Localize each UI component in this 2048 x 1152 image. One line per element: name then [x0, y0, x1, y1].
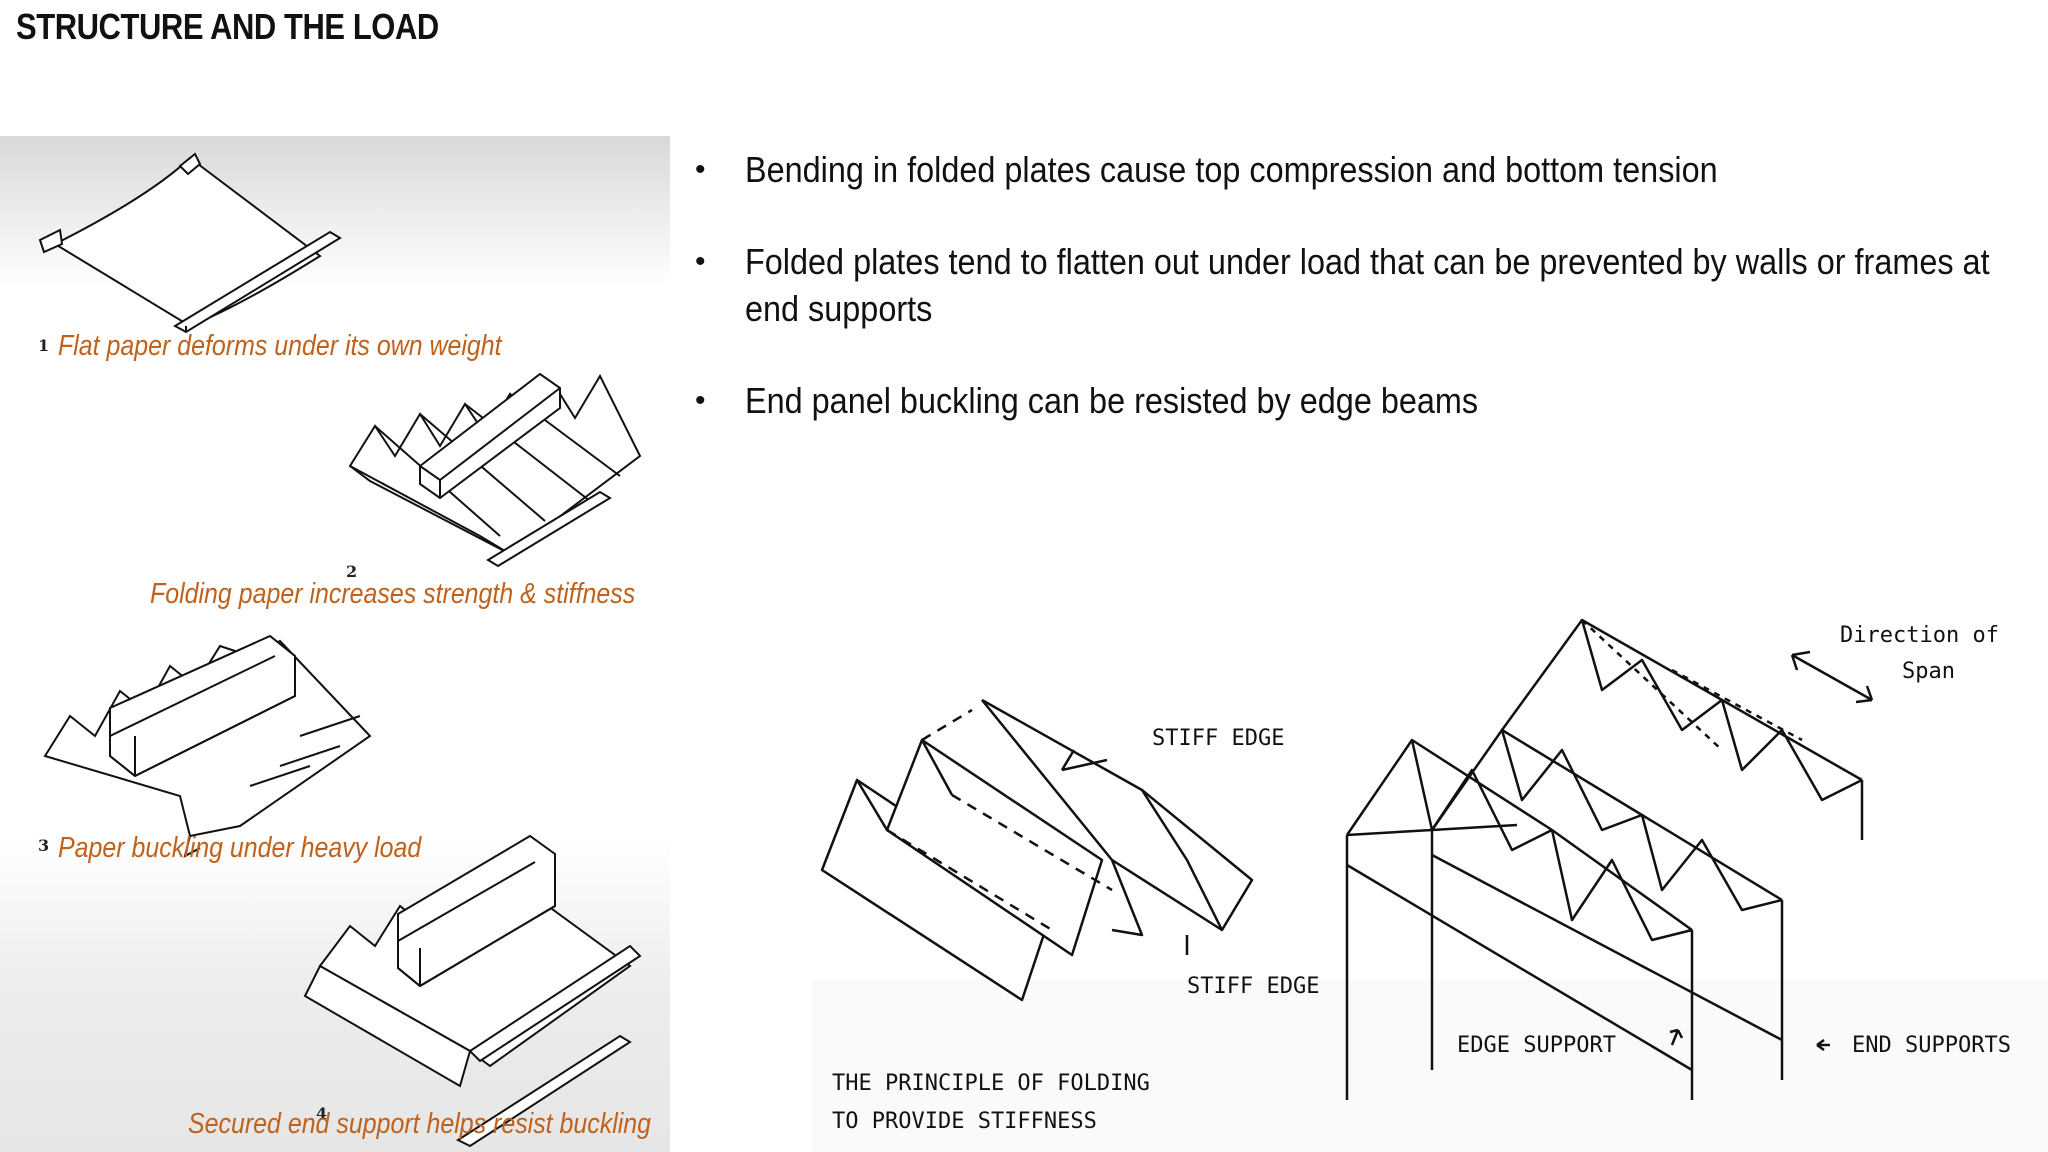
figure-caption: Secured end support helps resist bucklin… — [188, 1108, 651, 1141]
page-title: STRUCTURE AND THE LOAD — [16, 6, 439, 48]
stiff-edge-label-top: STIFF EDGE — [1152, 726, 1284, 751]
principle-caption-line1: THE PRINCIPLE OF FOLDING — [832, 1071, 1150, 1096]
stiff-edge-label-bottom: STIFF EDGE — [1187, 974, 1319, 999]
paper-models-panel: 1 Flat paper deforms under its own weigh… — [0, 136, 670, 1152]
bullet-item: End panel buckling can be resisted by ed… — [695, 377, 2025, 424]
direction-of-span-label-line2: Span — [1902, 659, 1955, 684]
buckling-paper-drawing — [45, 636, 370, 856]
figure-number: 1 — [38, 336, 49, 355]
folding-sketches: STIFF EDGE STIFF EDGE THE PRINCIPLE OF F… — [812, 600, 2048, 1152]
bullet-item: Folded plates tend to flatten out under … — [695, 238, 2025, 332]
end-supports-label: END SUPPORTS — [1852, 1033, 2011, 1058]
paper-models-illustration — [0, 136, 670, 1152]
flat-paper-drawing — [40, 154, 340, 332]
edge-support-label: EDGE SUPPORT — [1457, 1033, 1616, 1058]
principle-caption-line2: TO PROVIDE STIFFNESS — [832, 1109, 1097, 1134]
figure-caption: Flat paper deforms under its own weight — [58, 330, 502, 363]
bullet-list: Bending in folded plates cause top compr… — [695, 146, 2025, 469]
figure-number: 3 — [38, 836, 49, 855]
folded-paper-drawing — [350, 374, 640, 566]
bullet-item: Bending in folded plates cause top compr… — [695, 146, 2025, 193]
end-supported-paper-drawing — [305, 836, 640, 1146]
figure-caption: Folding paper increases strength & stiff… — [150, 578, 635, 611]
direction-of-span-label-line1: Direction of — [1840, 623, 1999, 648]
figure-caption: Paper buckling under heavy load — [58, 832, 421, 865]
